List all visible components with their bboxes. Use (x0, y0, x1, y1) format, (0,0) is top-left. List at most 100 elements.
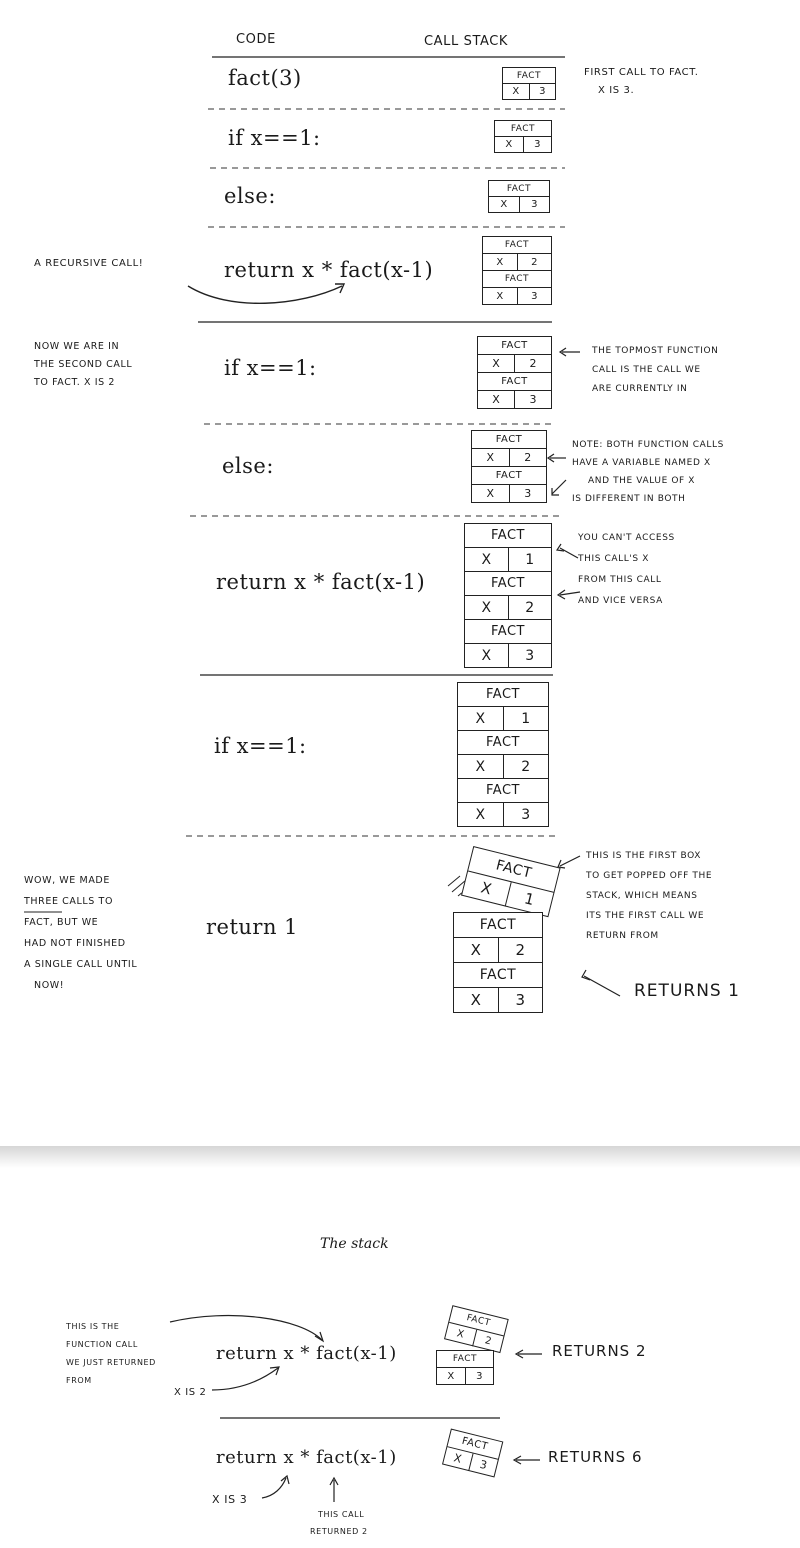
bottom-code-line-2: return x * fact(x-1) (216, 1447, 397, 1468)
stack-frame-value: 1 (521, 711, 531, 727)
bottom-lines-and-arrows (169, 1314, 542, 1502)
code-line-fact-3: fact(3) (228, 66, 302, 90)
stack-frame-value: 3 (476, 1371, 483, 1382)
stack-frame-name: FACT (437, 1351, 493, 1368)
stack-frame-value: 2 (531, 257, 538, 268)
stack-frame-value: 3 (534, 139, 541, 150)
stack-frame-variable: X (458, 803, 504, 827)
stack-frame-name: FACT (458, 683, 548, 707)
stack-frame-value: 3 (531, 291, 538, 302)
stack-frame-name: FACT (454, 913, 542, 938)
stack-frame-name: FACT (472, 467, 546, 485)
stack-frame-variable: X (503, 84, 530, 100)
stack-frame-value: 3 (539, 86, 546, 97)
stack-frame-value: 3 (515, 991, 526, 1009)
stack-frame-variable: X (489, 197, 520, 213)
bottom-code-line-1: return x * fact(x-1) (216, 1343, 397, 1364)
stack-frame-variable: X (472, 485, 510, 503)
stack-frame-value: 2 (529, 357, 537, 370)
stack-frame-name: FACT (458, 779, 548, 803)
note-x-is-2: X IS 2 (174, 1387, 207, 1398)
stack-frame-value: 1 (525, 552, 535, 568)
stack-frame-value: 2 (515, 941, 526, 959)
stack-frame-value: 3 (525, 648, 535, 664)
stack-frame-variable: X (483, 254, 518, 271)
returns-1-label: RETURNS 1 (634, 981, 740, 1001)
stack-frame-name: FACT (483, 271, 551, 288)
note-recursive-call: A RECURSIVE CALL! (34, 258, 144, 269)
call-stack-header: CALL STACK (424, 34, 509, 49)
note-first-call: FIRST CALL TO fact.X IS 3. (584, 67, 699, 96)
returns-2-label: RETURNS 2 (552, 1342, 647, 1360)
code-line-else: else: (224, 184, 276, 208)
stack-frame-value: 2 (521, 759, 531, 775)
stack-frame-value: 2 (524, 451, 532, 464)
stack-frame-name: FACT (472, 431, 546, 449)
stack-frame-value: 3 (529, 393, 537, 406)
code-line-return-recursive: return x * fact(x-1) (224, 258, 434, 282)
stack-frame-name: FACT (483, 237, 551, 254)
stack-frame-name: FACT (465, 572, 551, 596)
stack-frame-variable: X (483, 288, 518, 305)
stack-frame-variable: X (478, 391, 515, 409)
code-line-else: else: (222, 454, 274, 478)
note-x-is-3: X IS 3 (212, 1493, 248, 1506)
stack-frame-variable: X (495, 137, 524, 153)
stack-frame-name: FACT (478, 373, 551, 391)
stack-frame-variable: X (437, 1368, 466, 1385)
code-line-if: if x==1: (224, 356, 317, 380)
stack-frame-name: FACT (465, 524, 551, 548)
code-line-if: if x==1: (214, 734, 307, 758)
stack-frame-variable: X (465, 596, 509, 620)
stack-frame-name: FACT (454, 963, 542, 988)
stack-frame-variable: X (465, 644, 509, 668)
stack-frame-value: 3 (531, 199, 538, 210)
stack-frame-variable: X (458, 755, 504, 779)
code-line-return-recursive: return x * fact(x-1) (216, 570, 426, 594)
stack-frame-variable: X (454, 938, 499, 963)
returns-6-label: RETURNS 6 (548, 1448, 643, 1466)
stack-frame-name: FACT (478, 337, 551, 355)
stack-frame-variable: X (454, 988, 499, 1013)
stack-frame-name: FACT (489, 181, 549, 197)
stack-frame-variable: X (472, 449, 510, 467)
stack-frame-name: FACT (495, 121, 551, 137)
stack-frame-variable: X (478, 355, 515, 373)
stack-frame-variable: X (458, 707, 504, 731)
lines-and-arrows (24, 56, 621, 997)
stack-frame-variable: X (465, 548, 509, 572)
code-header: CODE (236, 32, 276, 47)
code-line-if: if x==1: (228, 126, 321, 150)
stack-frame-value: 2 (525, 600, 535, 616)
figure-caption: The stack (320, 1236, 389, 1252)
page-divider (0, 1146, 800, 1168)
stack-frame-name: FACT (503, 68, 555, 84)
stack-frame-name: FACT (458, 731, 548, 755)
